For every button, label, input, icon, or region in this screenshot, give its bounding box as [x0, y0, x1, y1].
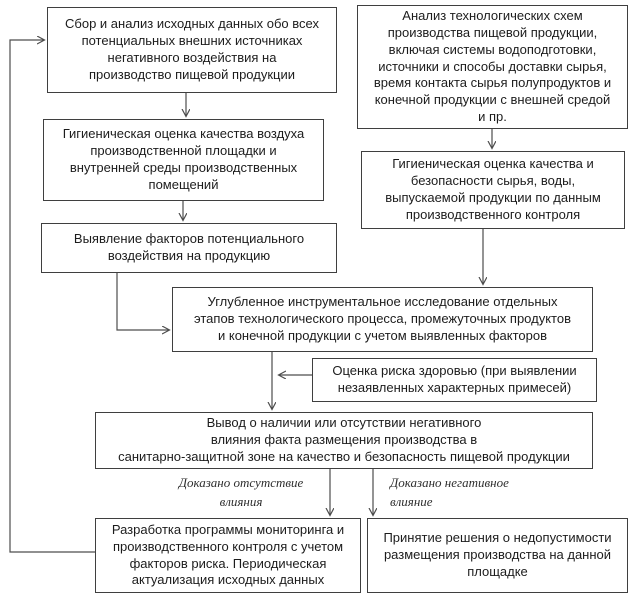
edge-label-no-influence: Доказано отсутствие влияния: [178, 475, 304, 509]
box-health-risk-text: Оценка риска здоровью (при выявлении нез…: [332, 363, 577, 395]
arrow-factors-to-instrumental: [116, 273, 169, 330]
box-conclusion-text: Вывод о наличии или отсутствии негативно…: [118, 415, 570, 464]
box-collect-data-text: Сбор и анализ исходных данных обо всех п…: [65, 16, 319, 82]
box-monitoring-program-text: Разработка программы мониторинга и произ…: [111, 521, 345, 588]
box-instrumental-research: Углубленное инструментальное исследовани…: [172, 287, 593, 352]
box-conclusion: Вывод о наличии или отсутствии негативно…: [95, 412, 593, 469]
box-factors: Выявление факторов потенциального воздей…: [41, 223, 337, 273]
box-tech-analysis: Анализ технологических схем производства…: [357, 5, 628, 129]
box-air-quality: Гигиеническая оценка качества воздуха пр…: [43, 119, 324, 201]
box-instrumental-research-text: Углубленное инструментальное исследовани…: [194, 294, 571, 343]
arrow-monitoring-feedback-to-collect: [9, 40, 95, 553]
box-collect-data: Сбор и анализ исходных данных обо всех п…: [47, 7, 337, 93]
box-decision-inadmissible-text: Принятие решения о недопустимости размещ…: [383, 530, 612, 579]
box-raw-quality: Гигиеническая оценка качества и безопасн…: [361, 151, 625, 229]
edge-label-negative-influence: Доказано негативное влияние: [390, 475, 509, 509]
box-monitoring-program: Разработка программы мониторинга и произ…: [95, 518, 361, 593]
box-decision-inadmissible: Принятие решения о недопустимости размещ…: [367, 518, 628, 593]
box-air-quality-text: Гигиеническая оценка качества воздуха пр…: [62, 126, 305, 192]
box-factors-text: Выявление факторов потенциального воздей…: [73, 231, 305, 263]
box-tech-analysis-text: Анализ технологических схем производства…: [373, 7, 612, 125]
box-health-risk: Оценка риска здоровью (при выявлении нез…: [312, 358, 597, 402]
box-raw-quality-text: Гигиеническая оценка качества и безопасн…: [385, 156, 601, 222]
